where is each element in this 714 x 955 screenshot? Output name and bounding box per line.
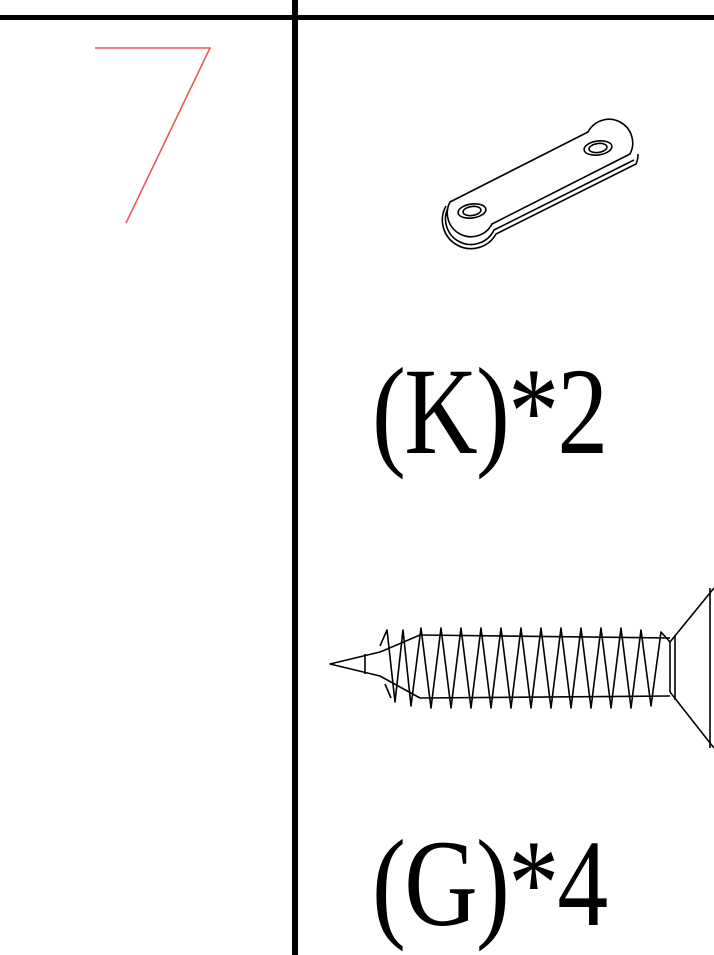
flat-mending-plate-icon	[441, 118, 639, 250]
step-number-7	[95, 47, 212, 224]
flat-head-screw-icon	[329, 587, 714, 749]
part-label-g: (G)*4	[372, 815, 608, 952]
frame-top-border	[0, 0, 714, 20]
part-label-k: (K)*2	[372, 343, 608, 480]
frame-column-divider	[292, 0, 298, 955]
